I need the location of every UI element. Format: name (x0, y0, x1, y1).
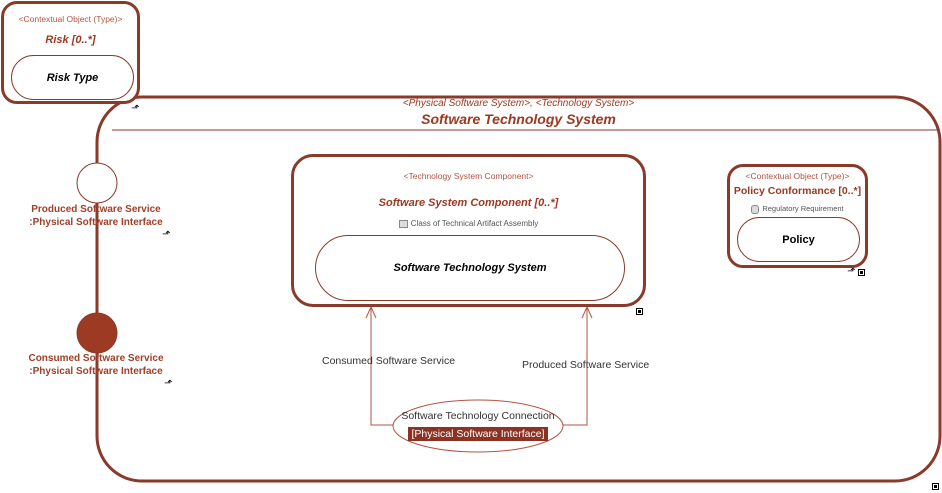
risk-type-inner[interactable]: Risk Type (11, 55, 134, 100)
software-system-component-box[interactable]: <Technology System Component> Software S… (291, 154, 646, 307)
connection-name[interactable]: Software Technology Connection (401, 410, 555, 422)
produced-port-label-line2: :Physical Software Interface (29, 217, 163, 228)
risk-title: Risk [0..*] (45, 34, 96, 46)
policy-inner[interactable]: Policy (737, 217, 860, 262)
component-expand-icon[interactable] (636, 308, 643, 315)
produced-port-link-icon[interactable]: ⬏ (162, 229, 171, 240)
produced-port-label: Produced Software Service :Physical Soft… (20, 203, 172, 229)
produced-connector-path (560, 308, 588, 426)
policy-conformance-box[interactable]: <Contextual Object (Type)> Policy Confor… (727, 164, 868, 268)
connection-type: [Physical Software Interface] (408, 427, 548, 441)
software-technology-system-inner[interactable]: Software Technology System (315, 235, 625, 301)
produced-port (76, 162, 118, 204)
consumed-port-link-icon[interactable]: ⬏ (164, 378, 173, 389)
produced-arrowhead (581, 305, 593, 319)
component-title: Software System Component [0..*] (378, 197, 559, 209)
consumed-port (76, 312, 118, 354)
policy-class-row: Regulatory Requirement (730, 204, 865, 214)
class-icon (398, 219, 408, 228)
consumed-connector-label: Consumed Software Service (322, 355, 456, 367)
policy-title: Policy Conformance [0..*] (733, 185, 862, 197)
risk-stereotype: <Contextual Object (Type)> (18, 14, 123, 24)
consumed-port-label-line1: Consumed Software Service (28, 353, 164, 364)
system-title: Software Technology System (421, 111, 616, 127)
system-stereotype: <Physical Software System>, <Technology … (402, 98, 635, 109)
produced-connector-label: Produced Software Service (522, 359, 650, 371)
component-class-label: Class of Technical Artifact Assembly (410, 219, 539, 228)
policy-stereotype: <Contextual Object (Type)> (745, 171, 850, 181)
policy-link-icon[interactable]: ⬏ (847, 266, 856, 277)
component-stereotype: <Technology System Component> (403, 171, 534, 181)
produced-port-label-line1: Produced Software Service (31, 204, 161, 215)
policy-class-label: Regulatory Requirement (762, 204, 844, 213)
consumed-port-label-line2: :Physical Software Interface (29, 366, 163, 377)
consumed-arrowhead (365, 305, 377, 319)
consumed-connector-path (370, 308, 396, 426)
component-class-row: Class of Technical Artifact Assembly (294, 219, 643, 228)
risk-type-box[interactable]: <Contextual Object (Type)> Risk [0..*] R… (1, 1, 140, 104)
policy-expand-icon[interactable] (858, 269, 865, 276)
connection-type-badge: [Physical Software Interface] (393, 424, 563, 442)
consumed-port-label: Consumed Software Service :Physical Soft… (20, 352, 172, 378)
database-icon (751, 204, 760, 214)
system-expand-icon[interactable] (932, 483, 939, 490)
risk-link-icon[interactable]: ⬏ (131, 103, 140, 114)
